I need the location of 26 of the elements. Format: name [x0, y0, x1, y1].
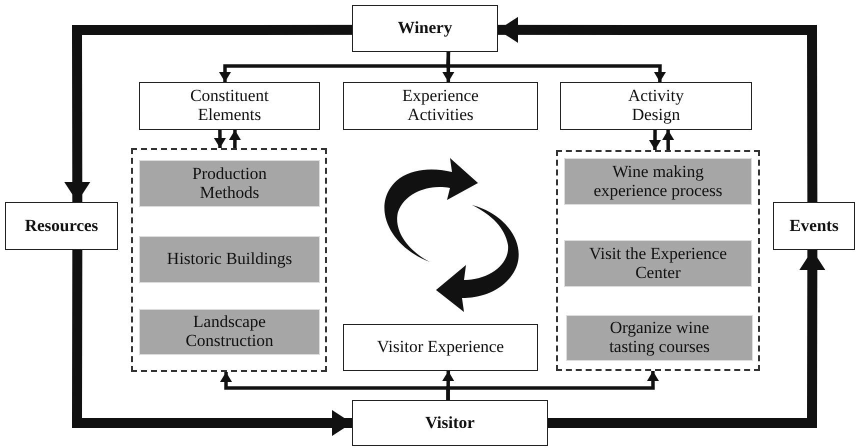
- actor-box: Events: [773, 202, 855, 250]
- process-box: Visitor Experience: [343, 324, 538, 371]
- arrow: [548, 250, 826, 428]
- arrow: [72, 250, 352, 436]
- process-box: Activity Design: [560, 82, 752, 130]
- process-box: Constituent Elements: [139, 82, 320, 130]
- arrow: [662, 130, 674, 150]
- element-box: Visit the Experience Center: [564, 240, 752, 287]
- element-box: Wine making experience process: [564, 158, 752, 205]
- arrow: [649, 130, 661, 150]
- actor-box: Resources: [5, 202, 118, 250]
- element-box: Production Methods: [139, 160, 320, 207]
- process-box: Experience Activities: [343, 82, 538, 130]
- dashed-group-frame: [556, 150, 760, 371]
- arrow: [214, 130, 226, 148]
- actor-box: Winery: [352, 5, 498, 52]
- arrow: [446, 370, 659, 400]
- element-box: Landscape Construction: [139, 309, 320, 355]
- arrow: [498, 16, 818, 202]
- arrow: [228, 130, 241, 148]
- actor-box: Visitor: [352, 400, 548, 446]
- arrow: [446, 52, 666, 82]
- dashed-group-frame: [131, 148, 327, 372]
- arrow: [64, 24, 352, 202]
- element-box: Organize wine tasting courses: [566, 315, 753, 361]
- element-box: Historic Buildings: [139, 236, 320, 283]
